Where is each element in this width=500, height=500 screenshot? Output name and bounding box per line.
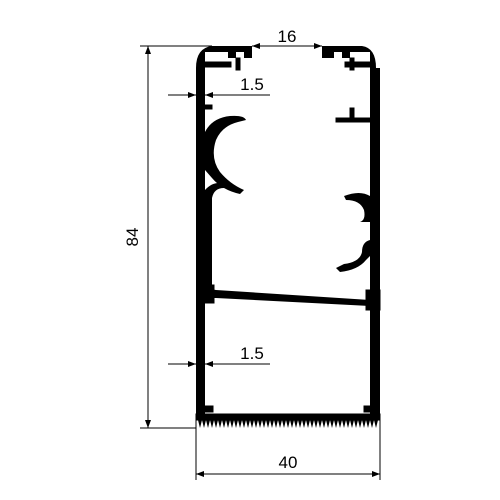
serration-tooth bbox=[206, 420, 210, 428]
serration-tooth bbox=[354, 420, 358, 428]
serration-tooth bbox=[298, 420, 302, 428]
serration-tooth bbox=[282, 420, 286, 428]
middle-divider bbox=[205, 288, 370, 306]
serration-tooth bbox=[202, 420, 206, 428]
serration-tooth bbox=[230, 420, 234, 428]
dimension-wall-lower: 1.5 bbox=[168, 344, 270, 367]
serration-tooth bbox=[342, 420, 346, 428]
bottom-serration bbox=[198, 420, 378, 428]
serration-tooth bbox=[254, 420, 258, 428]
serration-tooth bbox=[374, 420, 378, 428]
top-left-lip bbox=[212, 46, 252, 58]
dim-width-label: 40 bbox=[279, 453, 298, 472]
serration-tooth bbox=[362, 420, 366, 428]
dimension-width: 40 bbox=[195, 420, 381, 480]
serration-tooth bbox=[306, 420, 310, 428]
right-upper-hook bbox=[344, 193, 370, 222]
top-left-tooth bbox=[235, 57, 241, 71]
top-right-inner-bar bbox=[344, 61, 374, 68]
serration-tooth bbox=[350, 420, 354, 428]
serration-tooth bbox=[310, 420, 314, 428]
serration-tooth bbox=[370, 420, 374, 428]
dimension-top-gap: 16 bbox=[252, 27, 322, 49]
bottom-base bbox=[195, 413, 381, 421]
serration-tooth bbox=[278, 420, 282, 428]
serration-tooth bbox=[294, 420, 298, 428]
serration-tooth bbox=[358, 420, 362, 428]
serration-tooth bbox=[250, 420, 254, 428]
serration-tooth bbox=[338, 420, 342, 428]
right-wall bbox=[352, 46, 380, 418]
left-blade bbox=[205, 182, 226, 285]
dim-wall-lower-label: 1.5 bbox=[240, 344, 264, 363]
serration-tooth bbox=[226, 420, 230, 428]
serration-tooth bbox=[218, 420, 222, 428]
serration-tooth bbox=[366, 420, 370, 428]
dimension-wall-upper: 1.5 bbox=[168, 75, 270, 98]
serration-tooth bbox=[210, 420, 214, 428]
serration-tooth bbox=[290, 420, 294, 428]
serration-tooth bbox=[238, 420, 242, 428]
right-tick-2 bbox=[349, 107, 355, 121]
left-tick-1 bbox=[204, 104, 213, 110]
middle-left-joint bbox=[197, 284, 215, 304]
dimension-height: 84 bbox=[123, 45, 212, 429]
serration-tooth bbox=[262, 420, 266, 428]
top-left-inner-bar bbox=[204, 61, 232, 68]
lower-left-tick bbox=[204, 405, 214, 413]
dim-top-gap-label: 16 bbox=[278, 27, 297, 46]
serration-tooth bbox=[302, 420, 306, 428]
serration-tooth bbox=[198, 420, 202, 428]
serration-tooth bbox=[214, 420, 218, 428]
serration-tooth bbox=[334, 420, 338, 428]
serration-tooth bbox=[322, 420, 326, 428]
serration-tooth bbox=[318, 420, 322, 428]
serration-tooth bbox=[346, 420, 350, 428]
serration-tooth bbox=[274, 420, 278, 428]
serration-tooth bbox=[234, 420, 238, 428]
right-lower-hook bbox=[336, 240, 370, 272]
serration-tooth bbox=[286, 420, 290, 428]
serration-tooth bbox=[242, 420, 246, 428]
serration-tooth bbox=[270, 420, 274, 428]
serration-tooth bbox=[222, 420, 226, 428]
serration-tooth bbox=[330, 420, 334, 428]
left-wall bbox=[196, 46, 222, 418]
top-right-lip bbox=[322, 46, 362, 58]
serration-tooth bbox=[314, 420, 318, 428]
serration-tooth bbox=[246, 420, 250, 428]
left-upper-hook bbox=[205, 115, 246, 194]
middle-right-joint bbox=[365, 289, 381, 311]
dim-height-label: 84 bbox=[123, 228, 142, 247]
lower-right-tick bbox=[363, 405, 373, 413]
serration-tooth bbox=[326, 420, 330, 428]
profile-section bbox=[195, 46, 381, 428]
serration-tooth bbox=[258, 420, 262, 428]
serration-tooth bbox=[266, 420, 270, 428]
dim-wall-upper-label: 1.5 bbox=[240, 75, 264, 94]
